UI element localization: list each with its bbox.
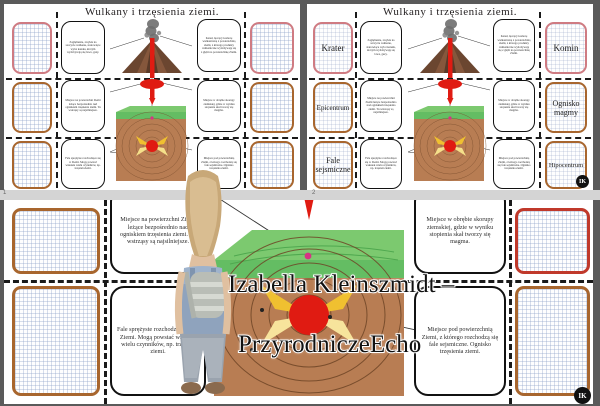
answer-box-ognisko-1[interactable] <box>250 82 294 133</box>
page-marker-left: 1 <box>3 190 7 196</box>
word-label: Krater <box>321 43 345 53</box>
answer-box-hipo-1[interactable] <box>250 141 294 189</box>
description-text: Zagłębienie, zwykle na szczycie wulkanu,… <box>366 37 396 56</box>
answer-box-komin-zoom[interactable] <box>515 208 590 274</box>
diagram-svg <box>109 19 193 181</box>
brand-logo-badge: IK <box>576 175 589 188</box>
word-box-hipocentrum[interactable]: Hipocentrum <box>545 141 587 189</box>
brand-logo-badge-zoom: IK <box>574 387 591 404</box>
description-text: Kanał, łączący komorę wulkaniczną z powi… <box>201 35 237 54</box>
fold-line-left-zoom <box>104 200 107 404</box>
description-text: Fale sprężyste rozchodzące się w Ziemi. … <box>65 156 101 171</box>
word-label: Fale sejsmiczne <box>315 156 351 174</box>
fold-line-left-2 <box>355 12 357 188</box>
description-text: Miejsce na powierzchni Ziemi leżące bezp… <box>65 98 101 113</box>
description-text: Kanał, łączący komorę wulkaniczną z powi… <box>497 34 531 56</box>
diagram-svg-zoom <box>193 200 417 396</box>
description-komin-1: Kanał, łączący komorę wulkaniczną z powi… <box>197 19 241 72</box>
person-figure <box>174 170 232 394</box>
description-epicentrum-2: Miejsce na powierzchni Ziemi leżące bezp… <box>360 80 402 132</box>
description-epicentrum-1: Miejsce na powierzchni Ziemi leżące bezp… <box>61 80 105 132</box>
fold-line-right-2 <box>539 12 541 188</box>
answer-box-ognisko-zoom[interactable] <box>515 286 590 396</box>
word-label: Epicentrum <box>316 103 350 112</box>
worksheet-page-2: Wulkany i trzęsienia ziemi. Krater Epice… <box>307 4 593 190</box>
description-text: Fale sprężyste rozchodzące się w Ziemi. … <box>116 326 200 356</box>
description-text: Miejsce pod powierzchnią Ziemi, z któreg… <box>201 156 237 171</box>
volcano-earthquake-diagram-zoom <box>193 200 417 404</box>
answer-box-epicentrum-1[interactable] <box>12 82 52 133</box>
description-text: Fale sprężyste rozchodzące się w Ziemi. … <box>364 156 398 171</box>
diagram-svg <box>407 19 491 181</box>
fold-line-right-zoom <box>509 200 512 404</box>
fold-line-left <box>56 12 58 188</box>
description-krater-2: Zagłębienie, zwykle na szczycie wulkanu,… <box>360 21 402 74</box>
description-text: Miejsce na powierzchni Ziemi leżące bezp… <box>365 96 397 115</box>
description-fale-2: Fale sprężyste rozchodzące się w Ziemi. … <box>360 139 402 189</box>
word-box-fale-sejsmiczne[interactable]: Fale sejsmiczne <box>313 141 353 189</box>
worksheet-page-zoomed: Miejsce na powierzchni Ziemi leżące bezp… <box>4 200 593 404</box>
description-text: Miejsce pod powierzchnią Ziemi, z któreg… <box>421 326 499 356</box>
page-gutter-strip <box>0 190 600 200</box>
word-box-epicentrum[interactable]: Epicentrum <box>313 82 353 133</box>
answer-box-krater-1[interactable] <box>12 22 52 74</box>
description-ognisko-zoom: Miejsce w obrębie skorupy ziemskiej, gdz… <box>414 200 506 274</box>
description-text: Miejsce na powierzchni Ziemi leżące bezp… <box>120 216 196 246</box>
description-fale-1: Fale sprężyste rozchodzące się w Ziemi. … <box>61 139 105 189</box>
answer-box-fale-zoom[interactable] <box>12 286 100 396</box>
volcano-earthquake-diagram-1 <box>108 16 194 188</box>
description-hipocentrum-2: Miejsce pod powierzchnią Ziemi, z któreg… <box>493 139 535 189</box>
description-hipocentrum-zoom: Miejsce pod powierzchnią Ziemi, z któreg… <box>414 286 506 396</box>
word-label: Hipocentrum <box>548 161 584 169</box>
logo-initials: IK <box>578 391 587 400</box>
description-text: Miejsce w obrębie skorupy ziemskiej, gdz… <box>426 216 494 246</box>
worksheet-page-1: Wulkany i trzęsienia ziemi. Zagłębienie,… <box>4 4 300 190</box>
logo-initials: IK <box>578 178 586 185</box>
page-title-1: Wulkany i trzęsienia ziemi. <box>84 6 219 18</box>
description-text: Miejsce w obrębie skorupy ziemskiej, gdz… <box>203 98 235 113</box>
description-text: Miejsce w obrębie skorupy ziemskiej, gdz… <box>498 98 530 113</box>
description-krater-1: Zagłębienie, zwykle na szczycie wulkanu,… <box>61 21 105 74</box>
person-photo-overlay <box>160 168 246 400</box>
description-komin-2: Kanał, łączący komorę wulkaniczną z powi… <box>493 19 535 72</box>
description-text: Zagłębienie, zwykle na szczycie wulkanu,… <box>65 39 101 54</box>
description-ognisko-2: Miejsce w obrębie skorupy ziemskiej, gdz… <box>493 80 535 132</box>
volcano-earthquake-diagram-2 <box>406 16 492 188</box>
answer-box-fale-1[interactable] <box>12 141 52 189</box>
description-ognisko-1: Miejsce w obrębie skorupy ziemskiej, gdz… <box>197 80 241 132</box>
answer-box-komin-1[interactable] <box>250 22 294 74</box>
page-title-2: Wulkany i trzęsienia ziemi. <box>382 6 517 18</box>
fold-line-right <box>244 12 246 188</box>
word-box-krater[interactable]: Krater <box>313 22 353 74</box>
word-box-ognisko-magmy[interactable]: Ognisko magmy <box>545 82 587 133</box>
word-label: Komin <box>553 43 579 53</box>
word-label: Ognisko magmy <box>552 98 580 117</box>
word-box-komin[interactable]: Komin <box>545 22 587 74</box>
description-text: Miejsce pod powierzchnią Ziemi, z któreg… <box>497 156 531 171</box>
page-marker-right: 2 <box>312 190 316 196</box>
answer-box-epicentrum-zoom[interactable] <box>12 208 100 274</box>
